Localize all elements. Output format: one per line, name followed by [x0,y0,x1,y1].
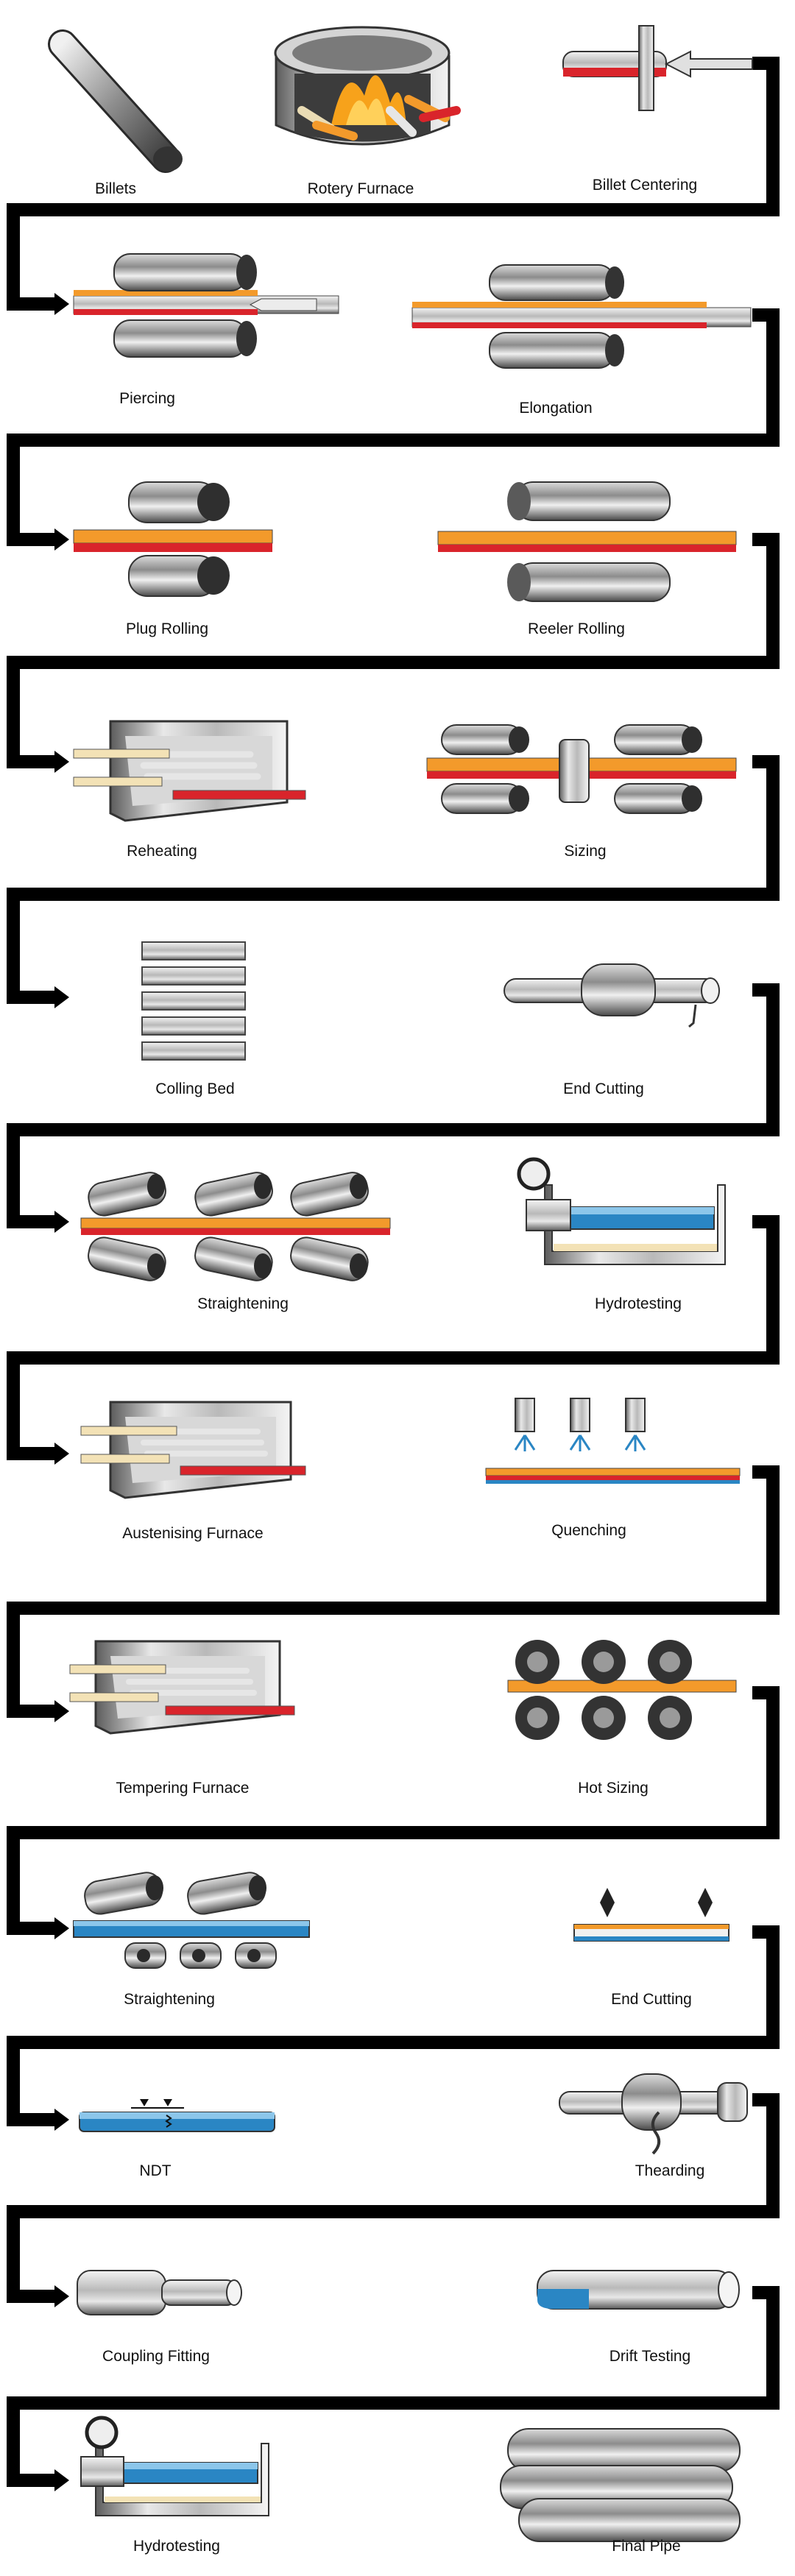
hydrotesting-icon [517,1157,726,1265]
cooling-bed-icon [141,941,246,1061]
step-label-billets: Billets [94,180,137,197]
step-label-end-cutting-2: End Cutting [611,1991,692,2008]
billet-icon [48,29,183,173]
reheating-furnace-icon [73,720,306,822]
end-cutting-icon [573,1888,729,1942]
step-label-hot-sizing: Hot Sizing [578,1780,649,1797]
arrow-icon [54,1917,69,1939]
straightening-icon [73,1872,310,1969]
drift-testing-icon [537,2270,740,2310]
arrow-icon [54,986,69,1008]
end-cutting-icon [504,963,720,1028]
austenising-furnace-icon [80,1401,306,1499]
centering-icon [562,25,753,111]
step-label-rotery-furnace: Rotery Furnace [307,180,414,197]
final-pipe-icon [500,2428,741,2542]
step-label-drift-testing: Drift Testing [609,2348,691,2365]
sizing-icon [426,724,737,814]
step-label-sizing: Sizing [564,843,607,860]
arrow-icon [54,1443,69,1465]
piercing-icon [73,253,339,358]
step-label-thearding: Thearding [635,2162,705,2179]
step-label-plug-rolling: Plug Rolling [125,620,209,637]
arrow-icon [54,2109,69,2131]
coupling-fitting-icon [77,2270,242,2315]
threading-icon [559,2073,748,2155]
step-label-piercing: Piercing [119,390,175,407]
connector-arrowheads [54,293,69,2491]
arrow-icon [54,1211,69,1233]
step-label-end-cutting: End Cutting [563,1080,644,1097]
step-label-straightening: Straightening [197,1295,289,1312]
step-label-straightening-2: Straightening [124,1991,215,2008]
arrow-icon [54,293,69,315]
hydrotesting-icon [80,2416,269,2516]
arrow-icon [54,528,69,551]
arrow-icon [54,751,69,773]
step-label-colling-bed: Colling Bed [155,1080,235,1097]
hot-sizing-icon [507,1640,737,1740]
step-label-hydrotesting-2: Hydrotesting [133,2538,220,2555]
ndt-icon [79,2099,275,2132]
step-label-coupling-fitting: Coupling Fitting [102,2348,210,2365]
tempering-furnace-icon [69,1640,295,1735]
step-label-quenching: Quenching [551,1522,626,1539]
step-label-reeler-rolling: Reeler Rolling [528,620,625,637]
step-label-tempering-furnace: Tempering Furnace [116,1780,250,1797]
arrow-icon [54,2469,69,2491]
furnace-icon [274,26,461,146]
step-label-hydrotesting: Hydrotesting [595,1295,682,1312]
straightening-icon [80,1172,391,1281]
step-label-elongation: Elongation [519,400,593,417]
step-label-reheating: Reheating [127,843,197,860]
quenching-icon [485,1398,741,1484]
step-label-austenising-furnace: Austenising Furnace [122,1525,264,1542]
process-connector-line [7,57,780,2487]
arrow-icon [54,1700,69,1722]
plug-rolling-icon [73,481,273,597]
step-label-final-pipe: Final Pipe [612,2538,681,2555]
step-label-billet-centering: Billet Centering [592,177,698,194]
reeler-rolling-icon [437,481,737,602]
arrow-icon [54,2285,69,2307]
elongation-icon [411,264,752,369]
step-label-ndt: NDT [139,2162,172,2179]
